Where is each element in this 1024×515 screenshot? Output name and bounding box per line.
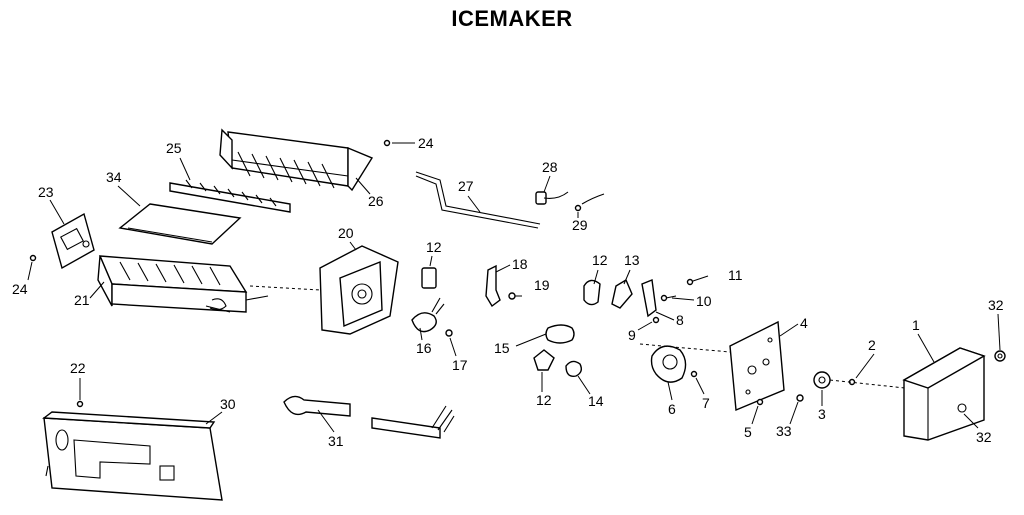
part-24-screw-left	[29, 254, 37, 262]
part-labels: 1 2 3 4 5 6 7 8 9 10 11 12 12 12 13 14 1…	[12, 135, 1004, 449]
label-part-33: 33	[776, 423, 792, 439]
diagram-title: ICEMAKER	[451, 6, 573, 31]
label-part-30: 30	[220, 396, 236, 412]
part-27-shutoff-arm	[415, 171, 541, 229]
label-part-9: 9	[628, 327, 636, 343]
part-33-nut	[796, 394, 804, 402]
part-9-screw	[652, 316, 660, 324]
part-4-mounting-plate	[729, 320, 785, 412]
part-24-screw-top	[383, 139, 415, 147]
label-part-32b: 32	[976, 429, 992, 445]
part-20-housing	[319, 245, 399, 335]
label-part-5: 5	[744, 424, 752, 440]
part-14-gear	[565, 360, 583, 377]
part-12-switch-b	[583, 279, 601, 306]
part-23-bracket	[51, 212, 95, 270]
label-part-8: 8	[676, 312, 684, 328]
part-1-cover	[902, 347, 986, 441]
label-part-23: 23	[38, 184, 54, 200]
label-part-31: 31	[328, 433, 344, 449]
part-10-screw	[660, 294, 677, 302]
label-part-7: 7	[702, 395, 710, 411]
label-part-16: 16	[416, 340, 432, 356]
label-part-3: 3	[818, 406, 826, 422]
label-part-11: 11	[728, 267, 743, 283]
label-part-28: 28	[542, 159, 558, 175]
label-part-29: 29	[572, 217, 588, 233]
part-11-screw	[686, 275, 709, 286]
label-part-2: 2	[868, 337, 876, 353]
label-part-10: 10	[696, 293, 712, 309]
part-29-screw	[574, 193, 605, 212]
label-part-27: 27	[458, 178, 474, 194]
label-part-22: 22	[70, 360, 86, 376]
part-13-spring	[611, 278, 633, 309]
label-part-6: 6	[668, 401, 676, 417]
label-part-12a: 12	[426, 239, 442, 255]
label-part-18: 18	[512, 256, 528, 272]
label-part-25: 25	[166, 140, 182, 156]
part-5-screw	[756, 398, 764, 406]
label-part-24a: 24	[418, 135, 434, 151]
label-part-34: 34	[106, 169, 122, 185]
label-part-12b: 12	[592, 252, 608, 268]
label-part-12c: 12	[536, 392, 552, 408]
part-30-front-shield	[42, 411, 223, 501]
part-17-clip	[445, 329, 453, 337]
label-part-32a: 32	[988, 297, 1004, 313]
part-25-heater-rod	[169, 179, 291, 213]
part-8-bracket	[641, 279, 657, 318]
part-12-switch-a	[421, 267, 437, 289]
label-part-20: 20	[338, 225, 354, 241]
label-part-13: 13	[624, 252, 640, 268]
label-part-24b: 24	[12, 281, 28, 297]
part-34-mold-cover	[118, 203, 242, 245]
label-part-19: 19	[534, 277, 550, 293]
part-26-ejector-frame	[219, 128, 374, 192]
part-6-motor	[650, 345, 687, 383]
part-16-thermostat	[411, 297, 445, 333]
part-31-fill-tube	[283, 395, 455, 439]
part-28-arm-clip	[535, 191, 569, 205]
part-19-screw	[508, 292, 522, 300]
part-15-valve	[545, 324, 575, 344]
label-part-21: 21	[74, 292, 90, 308]
part-7-screw	[690, 370, 698, 378]
label-part-14: 14	[588, 393, 604, 409]
part-12-switch-c	[533, 349, 555, 371]
label-part-1: 1	[912, 317, 920, 333]
label-part-26: 26	[368, 193, 384, 209]
part-18-lever	[485, 264, 501, 308]
part-21-ice-mold	[97, 255, 269, 313]
label-part-15: 15	[494, 340, 510, 356]
label-part-17: 17	[452, 357, 468, 373]
part-32-plug-top	[994, 350, 1006, 362]
label-part-4: 4	[800, 315, 808, 331]
part-22-screw	[76, 400, 84, 408]
part-3-cam	[813, 371, 831, 389]
